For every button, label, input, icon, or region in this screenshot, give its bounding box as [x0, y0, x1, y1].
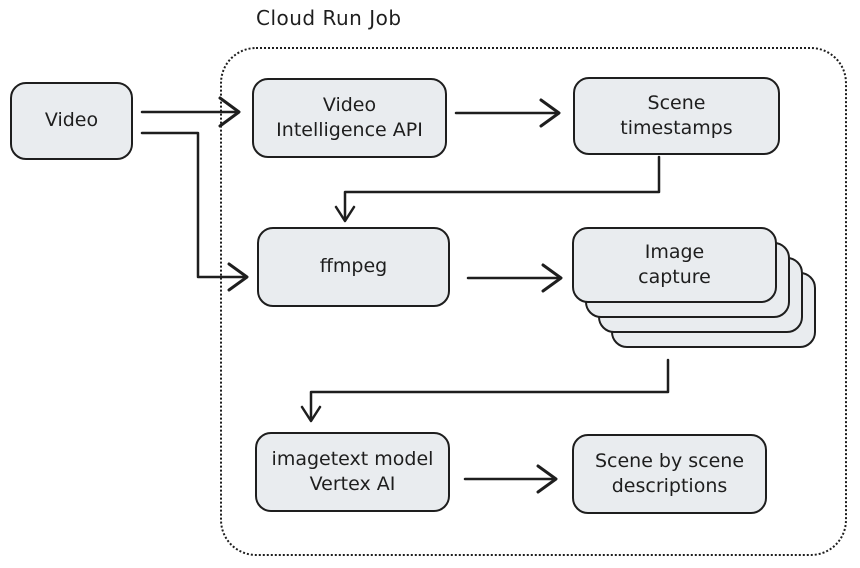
group-title: Cloud Run Job [256, 6, 402, 30]
node-ffmpeg: ffmpeg [257, 227, 450, 307]
node-scene-timestamps: Scene timestamps [573, 77, 780, 155]
node-imagetext-model-vertex-ai: imagetext model Vertex AI [255, 432, 450, 512]
cloud-run-job-group-border [220, 47, 847, 556]
node-video-intelligence-api: Video Intelligence API [252, 78, 447, 158]
node-scene-by-scene-descriptions: Scene by scene descriptions [572, 434, 767, 514]
node-image-capture: Image capture [572, 227, 777, 303]
node-image-capture-stack: Image capture [572, 227, 822, 352]
node-video: Video [10, 82, 133, 160]
